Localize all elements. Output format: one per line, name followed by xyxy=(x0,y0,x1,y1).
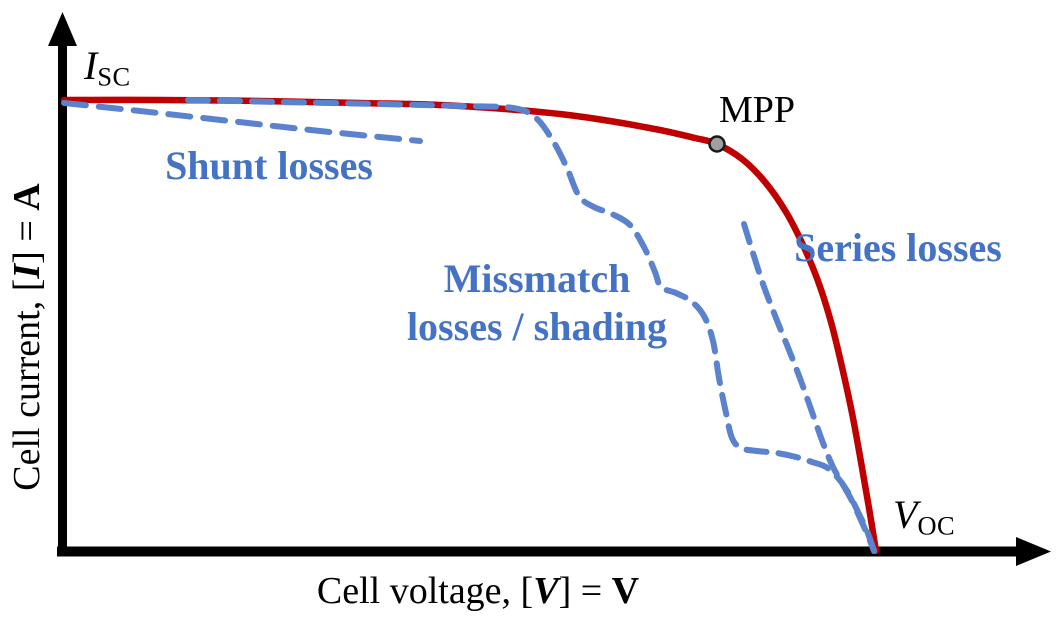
mismatch-losses-line2: losses / shading xyxy=(406,304,668,349)
curve-series-losses xyxy=(741,221,877,554)
mpp-marker xyxy=(708,135,726,153)
x-axis-label-unit: V xyxy=(611,570,640,613)
isc-subscript: SC xyxy=(97,61,131,92)
x-axis-label: Cell voltage, [V] = V xyxy=(316,570,640,613)
curve-shunt-losses xyxy=(61,100,423,144)
x-axis-label-mid: ] = xyxy=(558,570,612,613)
isc-symbol: I xyxy=(84,43,98,88)
x-axis-label-prefix: Cell voltage, [ xyxy=(316,570,534,613)
y-axis-arrowhead-icon xyxy=(48,12,77,46)
y-axis-label-mid: ] = xyxy=(6,210,49,264)
isc-label: ISC xyxy=(84,44,131,92)
y-axis-label-unit: A xyxy=(6,183,49,211)
shunt-losses-label: Shunt losses xyxy=(165,143,373,188)
voc-symbol: V xyxy=(893,492,918,537)
voc-label: VOC xyxy=(893,493,955,541)
series-losses-label: Series losses xyxy=(794,225,1002,270)
y-axis-label-prefix: Cell current, [ xyxy=(6,278,49,491)
y-axis-label: Cell current, [I] = A xyxy=(6,183,49,491)
mpp-label: MPP xyxy=(718,89,796,132)
x-axis-arrowhead-icon xyxy=(1016,537,1051,566)
x-axis-label-variable: V xyxy=(533,570,559,613)
mismatch-losses-label: Missmatch losses / shading xyxy=(407,255,667,351)
mismatch-losses-line1: Missmatch xyxy=(443,256,631,301)
curve-mismatch-losses-shading xyxy=(185,97,877,554)
y-axis-label-variable: I xyxy=(6,263,49,279)
voc-subscript: OC xyxy=(917,510,956,541)
